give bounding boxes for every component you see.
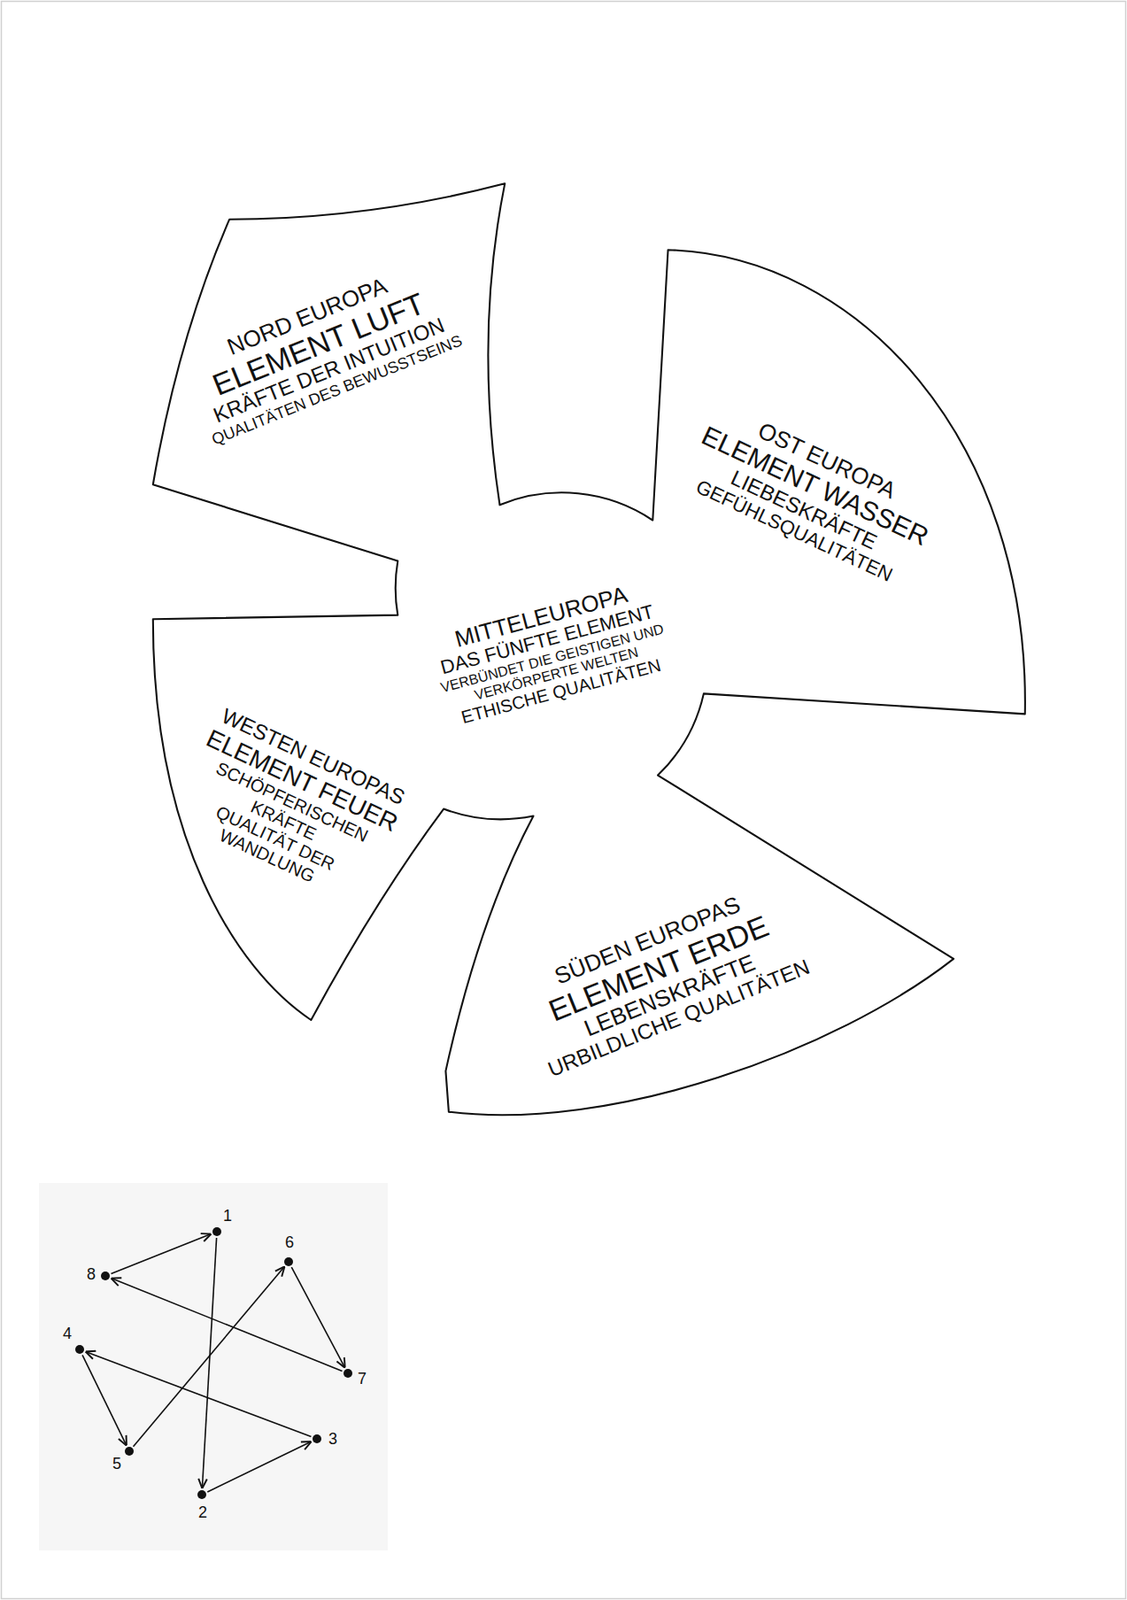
flow-arrow (201, 1237, 217, 1489)
callout-number: 6 (284, 1233, 295, 1252)
flow-arrow (82, 1354, 127, 1445)
waypoint-dot: 6 (284, 1257, 294, 1266)
callout-number: 5 (111, 1454, 123, 1474)
waypoint-dot: 1 (212, 1227, 222, 1236)
pinwheel-outline (153, 183, 1026, 1115)
region-north: NORD EUROPAELEMENT LUFTKRÄFTE DER INTUIT… (175, 252, 467, 452)
edge-group (82, 1234, 346, 1492)
flow-arrow (207, 1441, 311, 1492)
flow-arrow (111, 1234, 212, 1274)
waypoint-dot: 2 (197, 1489, 207, 1499)
callout-number: 2 (197, 1503, 209, 1522)
region-east: OST EUROPAELEMENT WASSERLIEBESKRÄFTEGEFÜ… (675, 393, 947, 595)
waypoint-dot: 8 (100, 1271, 110, 1281)
inset-ground (38, 1182, 388, 1551)
waypoint-dot: 3 (312, 1434, 322, 1444)
waypoint-dot: 5 (124, 1446, 134, 1456)
callout-number: 8 (85, 1265, 97, 1284)
callout-number: 1 (222, 1206, 233, 1226)
flow-arrow (291, 1266, 345, 1368)
region-centre: MITTELEUROPADAS FÜNFTE ELEMENTVERBÜNDET … (424, 572, 679, 734)
waypoint-dot: 7 (343, 1368, 353, 1378)
callout-number: 4 (61, 1324, 73, 1344)
waypoint-dot: 4 (75, 1344, 85, 1354)
flow-arrow (85, 1350, 312, 1436)
region-west: WESTEN EUROPASELEMENT FEUERSCHÖPFERISCHE… (164, 699, 417, 913)
callout-number: 7 (356, 1369, 368, 1389)
region-south: SÜDEN EUROPASELEMENT ERDELEBENSKRÄFTEURB… (510, 873, 816, 1085)
callout-number: 3 (327, 1429, 339, 1449)
flow-arrow (133, 1265, 286, 1446)
flow-arrow (110, 1278, 342, 1372)
